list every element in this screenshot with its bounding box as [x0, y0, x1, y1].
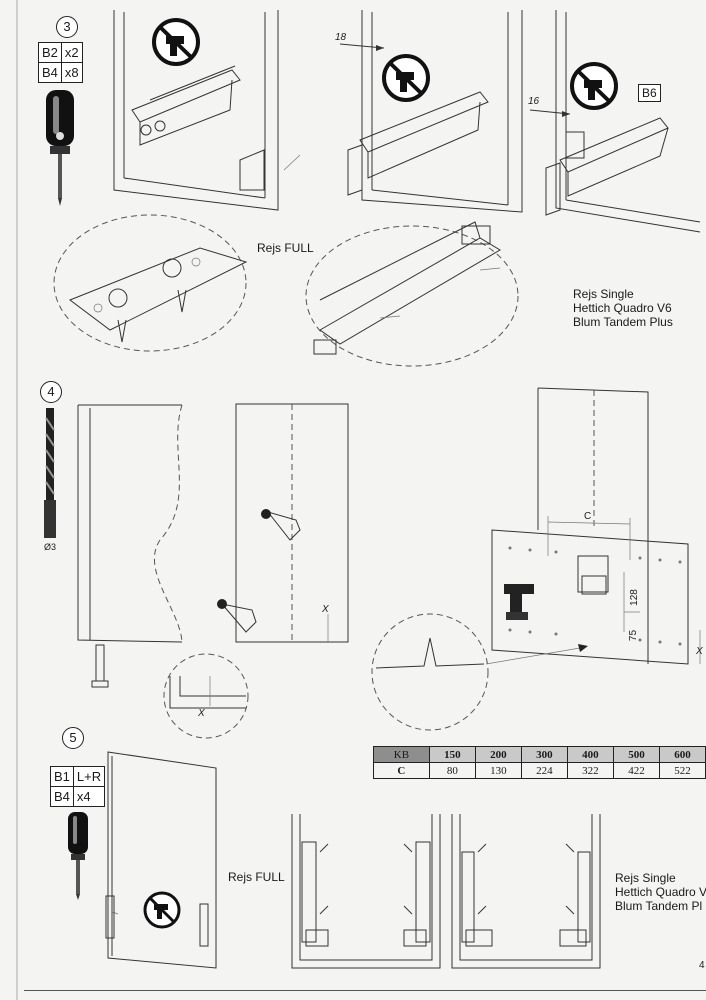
screwdriver-icon — [46, 90, 74, 206]
part-code: B2 — [38, 42, 62, 63]
table-cell: 300 — [520, 746, 568, 763]
dimension-c-label: C — [584, 511, 592, 522]
part-qty: x8 — [60, 62, 83, 83]
page-binding-edge — [16, 0, 18, 1000]
table-cell: 130 — [474, 762, 522, 779]
part-qty: x4 — [72, 786, 106, 807]
table-cell: 224 — [520, 762, 568, 779]
table-cell: 522 — [658, 762, 706, 779]
table-cell: 422 — [612, 762, 660, 779]
label-rejs-single: Rejs Single Hettich Quadro V Blum Tandem… — [615, 871, 706, 913]
drill-size-label: Ø3 — [44, 542, 57, 552]
kb-dimension-table: KB 150 200 300 400 500 600 C 80 130 224 … — [373, 746, 706, 779]
part-code: B4 — [38, 62, 62, 83]
footer-line — [24, 990, 706, 991]
step-4-number: 4 — [40, 381, 62, 403]
no-drill-icon — [152, 18, 200, 66]
page-number: 4 — [699, 960, 705, 971]
part-code: B4 — [50, 786, 74, 807]
step-3-number: 3 — [56, 16, 78, 38]
no-drill-icon — [570, 62, 618, 110]
part-tag: B6 — [638, 84, 661, 102]
label-rejs-full: Rejs FULL — [257, 241, 314, 255]
dimension-label: 16 — [528, 96, 540, 107]
table-cell: 150 — [428, 746, 476, 763]
label-rejs-full: Rejs FULL — [228, 870, 285, 884]
dimension-label: X — [322, 604, 329, 615]
kb-value-row: C 80 130 224 322 422 522 — [373, 762, 706, 779]
table-cell: KB — [373, 746, 430, 763]
step-4-side-panel-diagrams — [77, 387, 701, 739]
dimension-label: X — [696, 646, 703, 657]
table-cell: 400 — [566, 746, 614, 763]
part-qty: x2 — [60, 42, 83, 63]
dimension-label: X — [198, 708, 205, 719]
screwdriver-icon — [68, 812, 88, 900]
dimension-label: 18 — [335, 32, 347, 43]
step-3-cabinet-diagrams — [53, 10, 701, 367]
label-rejs-single: Rejs Single Hettich Quadro V6 Blum Tande… — [573, 287, 673, 329]
step-5-number: 5 — [62, 727, 84, 749]
drill-bit-icon — [44, 408, 56, 538]
no-drill-icon — [382, 54, 430, 102]
part-qty: L+R — [72, 766, 106, 787]
no-drill-icon — [143, 891, 181, 929]
